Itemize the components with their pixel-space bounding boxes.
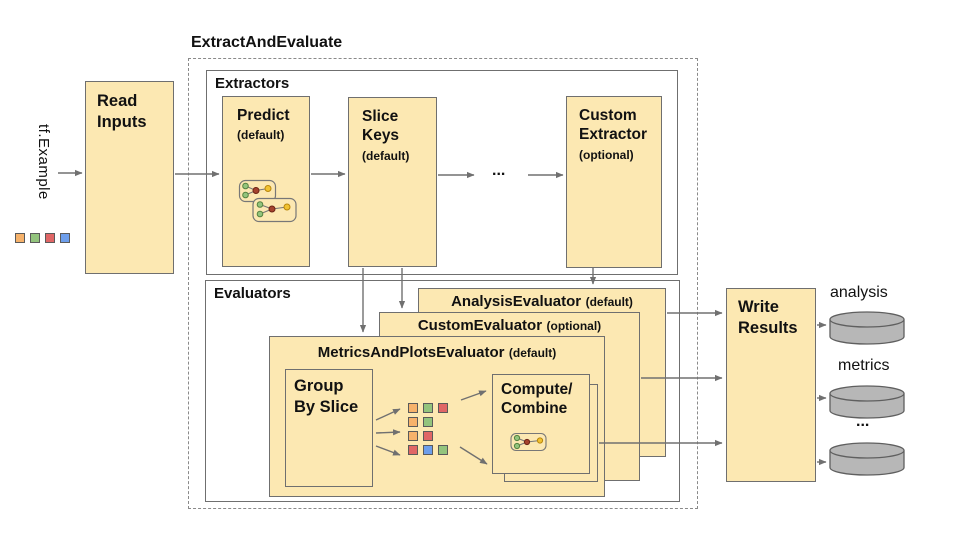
blue-example-square [423, 445, 433, 455]
extractors-title: Extractors [215, 75, 290, 92]
green-example-square [30, 233, 40, 243]
more-outputs-ellipsis: ... [856, 413, 870, 430]
blue-example-square [60, 233, 70, 243]
analysis-datastore-icon [829, 311, 905, 345]
predict-label: Predict [237, 107, 290, 124]
compute-combine-box: Compute/ Combine [492, 374, 590, 474]
analysis-output-label: analysis [830, 284, 888, 301]
sliced-examples-grid [408, 403, 448, 455]
slice-row-3 [408, 431, 448, 441]
slice-keys-qualifier: (default) [362, 148, 410, 163]
predict-extractor-box: Predict (default) [222, 96, 310, 267]
input-example-squares [15, 233, 70, 243]
metrics-datastore-icon [829, 385, 905, 419]
group-by-slice-label: Group By Slice [294, 377, 359, 416]
read-inputs-label: Read Inputs [97, 92, 147, 131]
custom-evaluator-qualifier: (optional) [546, 319, 602, 333]
slice-keys-extractor-box: Slice Keys (default) [348, 97, 437, 267]
slice-row-1 [408, 403, 448, 413]
red-example-square [423, 431, 433, 441]
red-example-square [45, 233, 55, 243]
red-example-square [408, 445, 418, 455]
green-example-square [423, 403, 433, 413]
slice-row-4 [408, 445, 448, 455]
slice-row-2 [408, 417, 448, 427]
red-example-square [438, 403, 448, 413]
custom-extractor-box: Custom Extractor (optional) [566, 96, 662, 268]
extractors-ellipsis: ... [492, 162, 506, 179]
orange-example-square [408, 417, 418, 427]
analysis-evaluator-label: AnalysisEvaluator [451, 293, 582, 310]
tf-example-label: tf.Example [35, 124, 52, 200]
read-inputs-box: Read Inputs [85, 81, 174, 274]
metrics-output-label: metrics [838, 357, 890, 374]
other-datastore-icon [829, 442, 905, 476]
analysis-evaluator-qualifier: (default) [585, 295, 633, 309]
evaluators-title: Evaluators [214, 285, 291, 302]
predict-qualifier: (default) [237, 128, 285, 143]
orange-example-square [408, 431, 418, 441]
custom-evaluator-label: CustomEvaluator [417, 317, 543, 334]
write-results-label: Write Results [738, 298, 798, 337]
extract-and-evaluate-container [188, 58, 698, 509]
predict-model-graph-icon [238, 179, 297, 223]
green-example-square [438, 445, 448, 455]
custom-extractor-qualifier: (optional) [579, 147, 634, 162]
compute-combine-label: Compute/ Combine [501, 381, 573, 418]
orange-example-square [408, 403, 418, 413]
orange-example-square [15, 233, 25, 243]
pipeline-title: ExtractAndEvaluate [191, 34, 343, 51]
group-by-slice-box: Group By Slice [285, 369, 373, 487]
custom-extractor-label: Custom Extractor [579, 107, 648, 144]
slice-keys-label: Slice Keys [362, 108, 400, 145]
metrics-and-plots-evaluator-label: MetricsAndPlotsEvaluator [317, 344, 505, 361]
metrics-and-plots-evaluator-qualifier: (default) [508, 346, 557, 360]
green-example-square [423, 417, 433, 427]
write-results-box: Write Results [726, 288, 816, 482]
compute-combine-graph-icon [510, 432, 547, 452]
